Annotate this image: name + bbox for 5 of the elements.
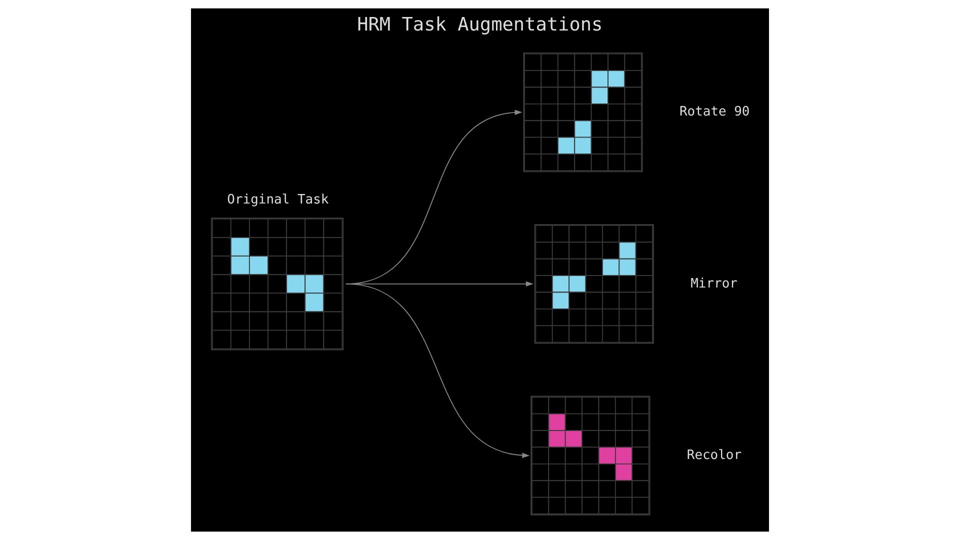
node-label: Mirror — [690, 276, 738, 292]
node-label: Original Task — [227, 192, 329, 208]
node-label: Rotate 90 — [679, 104, 750, 120]
diagram-title: HRM Task Augmentations — [357, 14, 603, 36]
node-label: Recolor — [686, 448, 742, 463]
